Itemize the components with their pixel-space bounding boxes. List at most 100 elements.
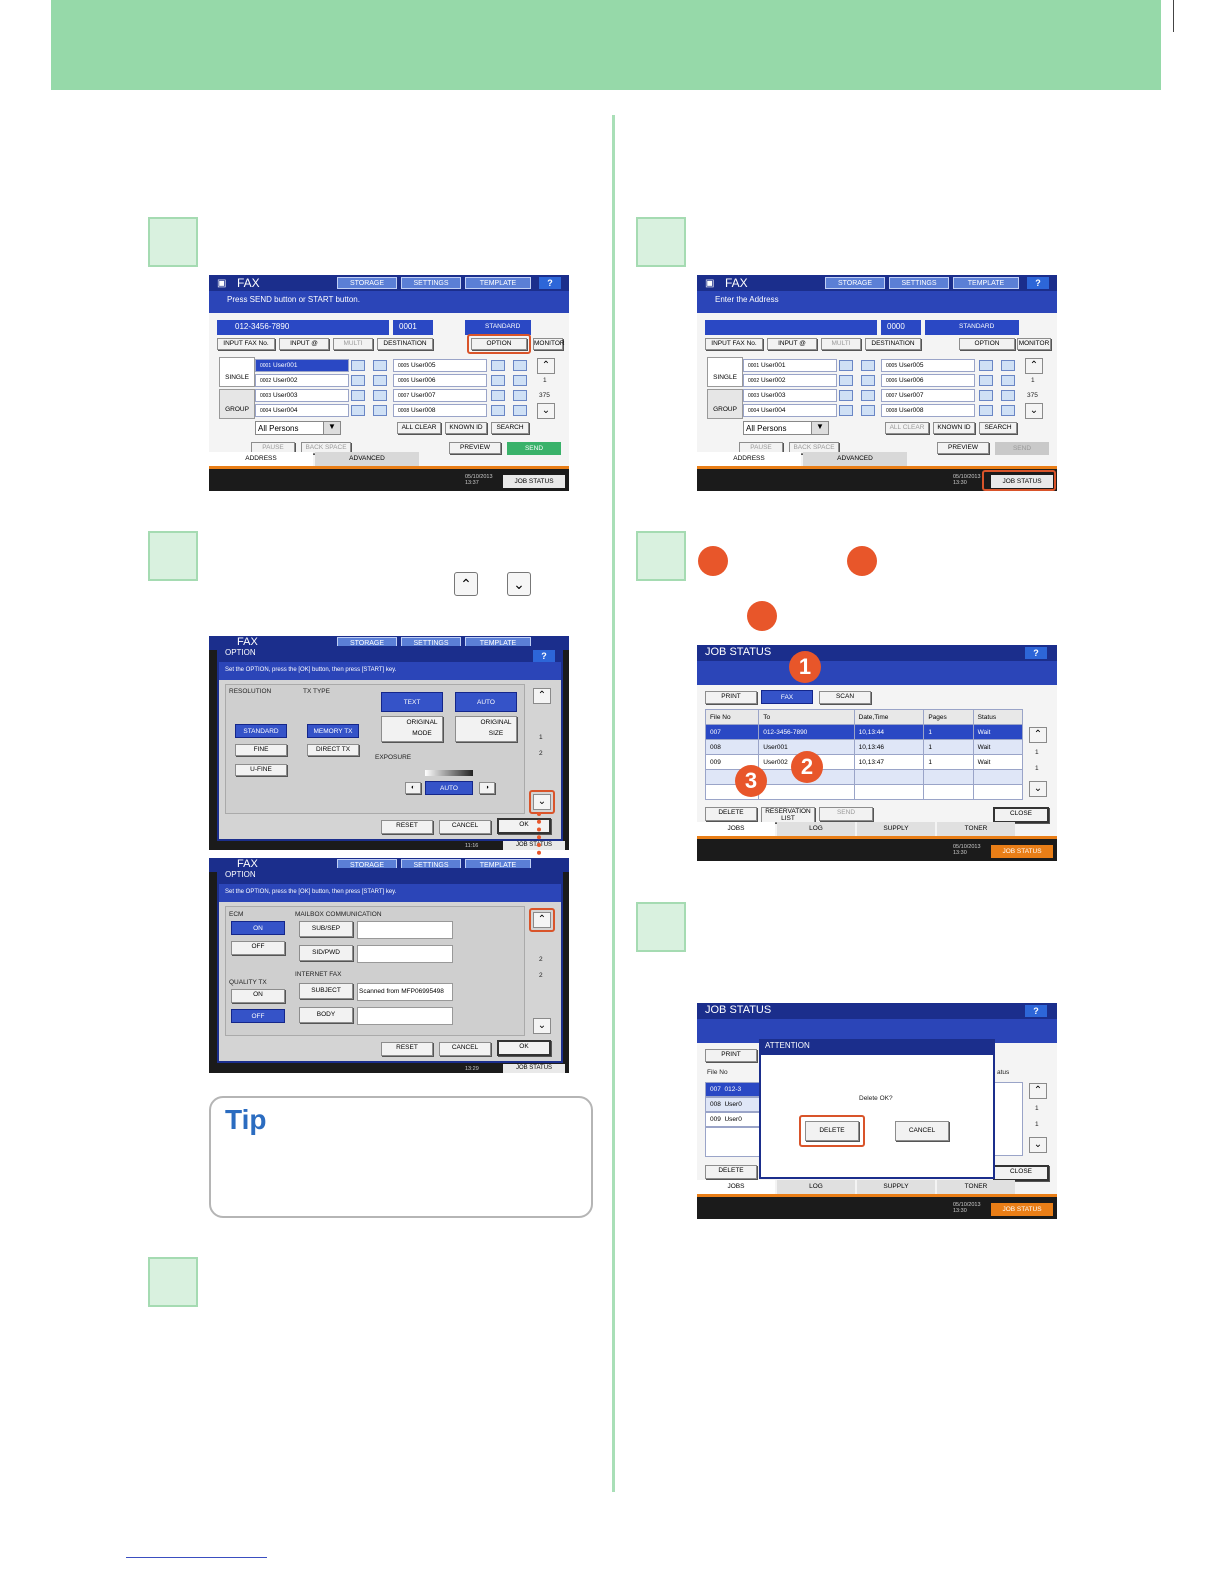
- search-button[interactable]: SEARCH: [979, 422, 1017, 434]
- direct-tx-button[interactable]: DIRECT TX: [307, 744, 359, 756]
- standard-button[interactable]: STANDARD: [235, 724, 287, 738]
- scan-tab[interactable]: SCAN: [819, 691, 871, 704]
- multi-button[interactable]: MULTI: [333, 338, 373, 350]
- ok-button[interactable]: OK: [497, 818, 551, 834]
- single-tab[interactable]: SINGLE: [707, 357, 743, 387]
- cancel-button[interactable]: CANCEL: [439, 820, 491, 834]
- subject-field[interactable]: Scanned from MFP06995498: [357, 983, 453, 1001]
- job-status-button[interactable]: JOB STATUS: [991, 845, 1053, 858]
- confirm-delete-button[interactable]: DELETE: [805, 1121, 859, 1141]
- reset-button[interactable]: RESET: [381, 1042, 433, 1056]
- close-button[interactable]: CLOSE: [993, 807, 1049, 823]
- tab-toner[interactable]: TONER: [937, 1180, 1015, 1194]
- close-button[interactable]: CLOSE: [993, 1165, 1049, 1181]
- reset-button[interactable]: RESET: [381, 820, 433, 834]
- all-clear-button[interactable]: ALL CLEAR: [397, 422, 441, 434]
- group-tab[interactable]: GROUP: [707, 389, 743, 419]
- sid-pwd-field[interactable]: [357, 945, 453, 963]
- scroll-up-button[interactable]: ⌃: [533, 912, 551, 928]
- address-row[interactable]: 0001 User001: [255, 359, 349, 372]
- single-tab[interactable]: SINGLE: [219, 357, 255, 387]
- address-row[interactable]: 0008 User008: [881, 404, 975, 417]
- scroll-down-button[interactable]: ⌄: [537, 403, 555, 419]
- input-email-button[interactable]: INPUT @: [279, 338, 329, 350]
- quality-on-button[interactable]: ON: [231, 989, 285, 1003]
- scroll-up-button[interactable]: ⌃: [533, 688, 551, 704]
- job-status-button[interactable]: JOB STATUS: [503, 475, 565, 488]
- help-button[interactable]: ?: [539, 277, 561, 289]
- address-row[interactable]: 0003 User003: [743, 389, 837, 402]
- address-row[interactable]: 0003 User003: [255, 389, 349, 402]
- exposure-auto-button[interactable]: AUTO: [425, 781, 473, 795]
- table-row[interactable]: 007 012-3: [705, 1082, 761, 1097]
- filter-select[interactable]: All Persons: [743, 421, 829, 435]
- input-email-button[interactable]: INPUT @: [767, 338, 817, 350]
- quality-off-button[interactable]: OFF: [231, 1009, 285, 1023]
- send-button[interactable]: SEND: [995, 442, 1049, 455]
- address-row[interactable]: 0002 User002: [743, 374, 837, 387]
- send-button[interactable]: SEND: [507, 442, 561, 455]
- storage-button[interactable]: STORAGE: [825, 277, 885, 289]
- job-status-button[interactable]: JOB STATUS: [991, 475, 1053, 488]
- sub-sep-field[interactable]: [357, 921, 453, 939]
- table-row[interactable]: 008 User0: [705, 1097, 761, 1112]
- send-button[interactable]: SEND: [819, 807, 873, 821]
- known-id-button[interactable]: KNOWN ID: [933, 422, 975, 434]
- address-row[interactable]: 0005 User005: [881, 359, 975, 372]
- group-tab[interactable]: GROUP: [219, 389, 255, 419]
- storage-button[interactable]: STORAGE: [337, 277, 397, 289]
- monitor-button[interactable]: MONITOR: [1017, 338, 1051, 350]
- address-row[interactable]: 0004 User004: [743, 404, 837, 417]
- chevron-down-icon[interactable]: ▼: [811, 421, 829, 435]
- input-fax-number-button[interactable]: INPUT FAX No.: [705, 338, 763, 350]
- help-button[interactable]: ?: [1027, 277, 1049, 289]
- tab-supply[interactable]: SUPPLY: [857, 1180, 935, 1194]
- help-button[interactable]: ?: [533, 650, 555, 662]
- tab-jobs[interactable]: JOBS: [697, 822, 775, 836]
- template-button[interactable]: TEMPLATE: [953, 277, 1019, 289]
- option-button[interactable]: OPTION: [471, 338, 527, 350]
- tab-jobs[interactable]: JOBS: [697, 1180, 775, 1194]
- input-fax-number-button[interactable]: INPUT FAX No.: [217, 338, 275, 350]
- address-row[interactable]: 0006 User006: [881, 374, 975, 387]
- settings-button[interactable]: SETTINGS: [401, 277, 461, 289]
- delete-button[interactable]: DELETE: [705, 807, 757, 821]
- scroll-up-button[interactable]: ⌃: [537, 358, 555, 374]
- scroll-down-button[interactable]: ⌄: [1029, 1137, 1047, 1153]
- job-status-button[interactable]: JOB STATUS: [991, 1203, 1053, 1216]
- scroll-down-button[interactable]: ⌄: [1029, 781, 1047, 797]
- destination-button[interactable]: DESTINATION: [377, 338, 433, 350]
- settings-button[interactable]: SETTINGS: [889, 277, 949, 289]
- tab-address[interactable]: ADDRESS: [209, 452, 313, 466]
- scroll-down-button[interactable]: ⌄: [1025, 403, 1043, 419]
- table-row[interactable]: 009 User0: [705, 1112, 761, 1127]
- delete-button[interactable]: DELETE: [705, 1165, 757, 1179]
- address-row[interactable]: 0004 User004: [255, 404, 349, 417]
- reservation-list-button[interactable]: RESERVATION LIST: [761, 807, 815, 823]
- tab-advanced[interactable]: ADVANCED: [315, 452, 419, 466]
- help-button[interactable]: ?: [1025, 1005, 1047, 1017]
- monitor-button[interactable]: MONITOR: [533, 338, 565, 350]
- fine-button[interactable]: FINE: [235, 744, 287, 756]
- tab-toner[interactable]: TONER: [937, 822, 1015, 836]
- print-tab[interactable]: PRINT: [705, 691, 757, 704]
- tab-address[interactable]: ADDRESS: [697, 452, 801, 466]
- help-button[interactable]: ?: [1025, 647, 1047, 659]
- all-clear-button[interactable]: ALL CLEAR: [885, 422, 929, 434]
- cancel-button[interactable]: CANCEL: [895, 1121, 949, 1141]
- address-row[interactable]: 0006 User006: [393, 374, 487, 387]
- scroll-down-button[interactable]: ⌄: [533, 794, 551, 810]
- scroll-up-button[interactable]: ⌃: [1029, 727, 1047, 743]
- original-size-button[interactable]: ORIGINAL SIZE: [455, 716, 517, 742]
- memory-tx-button[interactable]: MEMORY TX: [307, 724, 359, 738]
- address-row[interactable]: 0005 User005: [393, 359, 487, 372]
- chevron-down-icon[interactable]: ▼: [323, 421, 341, 435]
- address-row[interactable]: 0007 User007: [393, 389, 487, 402]
- ecm-on-button[interactable]: ON: [231, 921, 285, 935]
- lighter-button[interactable]: ◐: [405, 782, 421, 794]
- scroll-up-button[interactable]: ⌃: [1029, 1083, 1047, 1099]
- ok-button[interactable]: OK: [497, 1040, 551, 1056]
- sid-pwd-button[interactable]: SID/PWD: [299, 945, 353, 961]
- fax-tab[interactable]: FAX: [761, 690, 813, 704]
